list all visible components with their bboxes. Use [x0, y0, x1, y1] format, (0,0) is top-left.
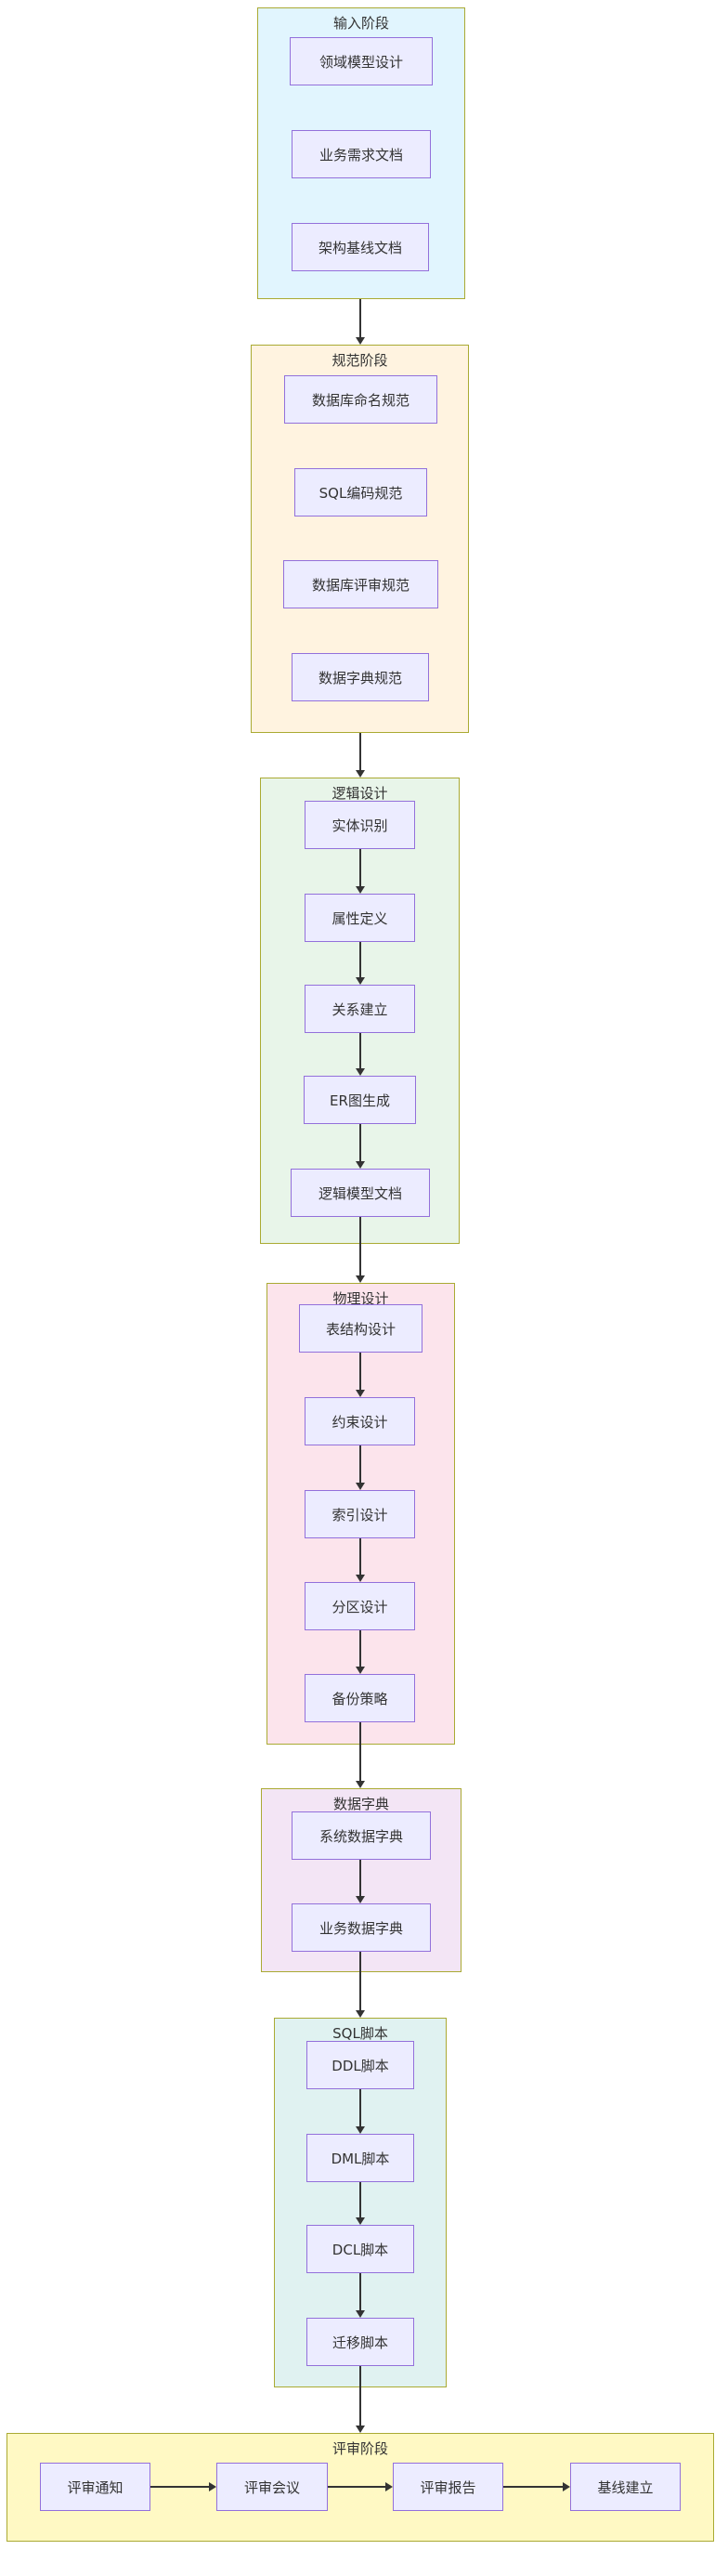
arrowhead-constraint-to-index — [356, 1483, 365, 1490]
arrowhead-report-to-baseline — [563, 2482, 570, 2491]
edge-logical-to-physical — [359, 1217, 361, 1275]
edge-attribute-to-relationship — [359, 942, 361, 977]
arrowhead-input-to-standards — [356, 337, 365, 345]
arrowhead-dcl-to-migration — [356, 2310, 365, 2318]
arrowhead-table-to-constraint — [356, 1390, 365, 1397]
edge-partition-to-backup — [359, 1630, 361, 1667]
arrowhead-dml-to-dcl — [356, 2217, 365, 2225]
arrowhead-sql-to-review — [356, 2426, 365, 2433]
node-ddl-script: DDL脚本 — [306, 2041, 414, 2089]
node-baseline-establishment: 基线建立 — [570, 2463, 681, 2511]
edge-dcl-to-migration — [359, 2273, 361, 2310]
edge-notice-to-meeting — [150, 2486, 209, 2488]
group-title-input-stage: 输入阶段 — [332, 15, 389, 32]
node-data-dictionary-standard: 数据字典规范 — [292, 653, 429, 701]
arrowhead-ddl-to-dml — [356, 2126, 365, 2134]
arrowhead-system-dict-to-business-dict — [356, 1896, 365, 1903]
edge-input-to-standards — [359, 299, 361, 337]
node-domain-model-design: 领域模型设计 — [290, 37, 433, 85]
node-system-data-dictionary: 系统数据字典 — [292, 1811, 431, 1860]
edge-index-to-partition — [359, 1538, 361, 1575]
arrowhead-logical-to-physical — [356, 1275, 365, 1283]
arrowhead-standards-to-logical — [356, 770, 365, 778]
node-architecture-baseline-doc: 架构基线文档 — [292, 223, 429, 271]
node-dml-script: DML脚本 — [306, 2134, 414, 2182]
node-business-data-dictionary: 业务数据字典 — [292, 1903, 431, 1952]
edge-dml-to-dcl — [359, 2182, 361, 2217]
arrowhead-relationship-to-er — [356, 1068, 365, 1076]
edge-er-to-logical-doc — [359, 1124, 361, 1161]
node-partition-design: 分区设计 — [305, 1582, 415, 1630]
group-title-data-dictionary: 数据字典 — [332, 1796, 389, 1812]
group-title-physical-design: 物理设计 — [332, 1290, 389, 1307]
node-relationship-building: 关系建立 — [305, 985, 415, 1033]
node-entity-identification: 实体识别 — [305, 801, 415, 849]
group-title-sql-scripts: SQL脚本 — [332, 2025, 388, 2042]
edge-system-dict-to-business-dict — [359, 1860, 361, 1896]
edge-report-to-baseline — [503, 2486, 563, 2488]
group-title-review-stage: 评审阶段 — [332, 2440, 388, 2457]
arrowhead-entity-to-attribute — [356, 886, 365, 894]
node-review-report: 评审报告 — [393, 2463, 503, 2511]
node-backup-strategy: 备份策略 — [305, 1674, 415, 1722]
node-review-meeting: 评审会议 — [216, 2463, 328, 2511]
node-er-diagram-generation: ER图生成 — [304, 1076, 416, 1124]
group-title-standards-stage: 规范阶段 — [332, 352, 388, 369]
arrowhead-meeting-to-report — [385, 2482, 393, 2491]
node-business-requirements-doc: 业务需求文档 — [292, 130, 431, 178]
edge-table-to-constraint — [359, 1353, 361, 1390]
node-sql-coding-standard: SQL编码规范 — [294, 468, 427, 517]
node-attribute-definition: 属性定义 — [305, 894, 415, 942]
node-dcl-script: DCL脚本 — [306, 2225, 414, 2273]
arrowhead-attribute-to-relationship — [356, 977, 365, 985]
node-index-design: 索引设计 — [305, 1490, 415, 1538]
edge-meeting-to-report — [328, 2486, 385, 2488]
edge-dictionary-to-sql — [359, 1952, 361, 2010]
edge-physical-to-dictionary — [359, 1722, 361, 1781]
edge-sql-to-review — [359, 2366, 361, 2426]
edge-entity-to-attribute — [359, 849, 361, 886]
edge-relationship-to-er — [359, 1033, 361, 1068]
arrowhead-notice-to-meeting — [209, 2482, 216, 2491]
arrowhead-partition-to-backup — [356, 1667, 365, 1674]
node-migration-script: 迁移脚本 — [306, 2318, 414, 2366]
edge-standards-to-logical — [359, 733, 361, 770]
node-logical-model-doc: 逻辑模型文档 — [291, 1169, 430, 1217]
arrowhead-physical-to-dictionary — [356, 1781, 365, 1788]
node-db-review-standard: 数据库评审规范 — [283, 560, 438, 608]
node-table-structure-design: 表结构设计 — [299, 1304, 422, 1353]
arrowhead-er-to-logical-doc — [356, 1161, 365, 1169]
edge-constraint-to-index — [359, 1445, 361, 1483]
node-review-notice: 评审通知 — [40, 2463, 150, 2511]
node-constraint-design: 约束设计 — [305, 1397, 415, 1445]
edge-ddl-to-dml — [359, 2089, 361, 2126]
node-db-naming-standard: 数据库命名规范 — [284, 375, 437, 424]
arrowhead-index-to-partition — [356, 1575, 365, 1582]
group-title-logical-design: 逻辑设计 — [332, 785, 388, 802]
arrowhead-dictionary-to-sql — [356, 2010, 365, 2018]
